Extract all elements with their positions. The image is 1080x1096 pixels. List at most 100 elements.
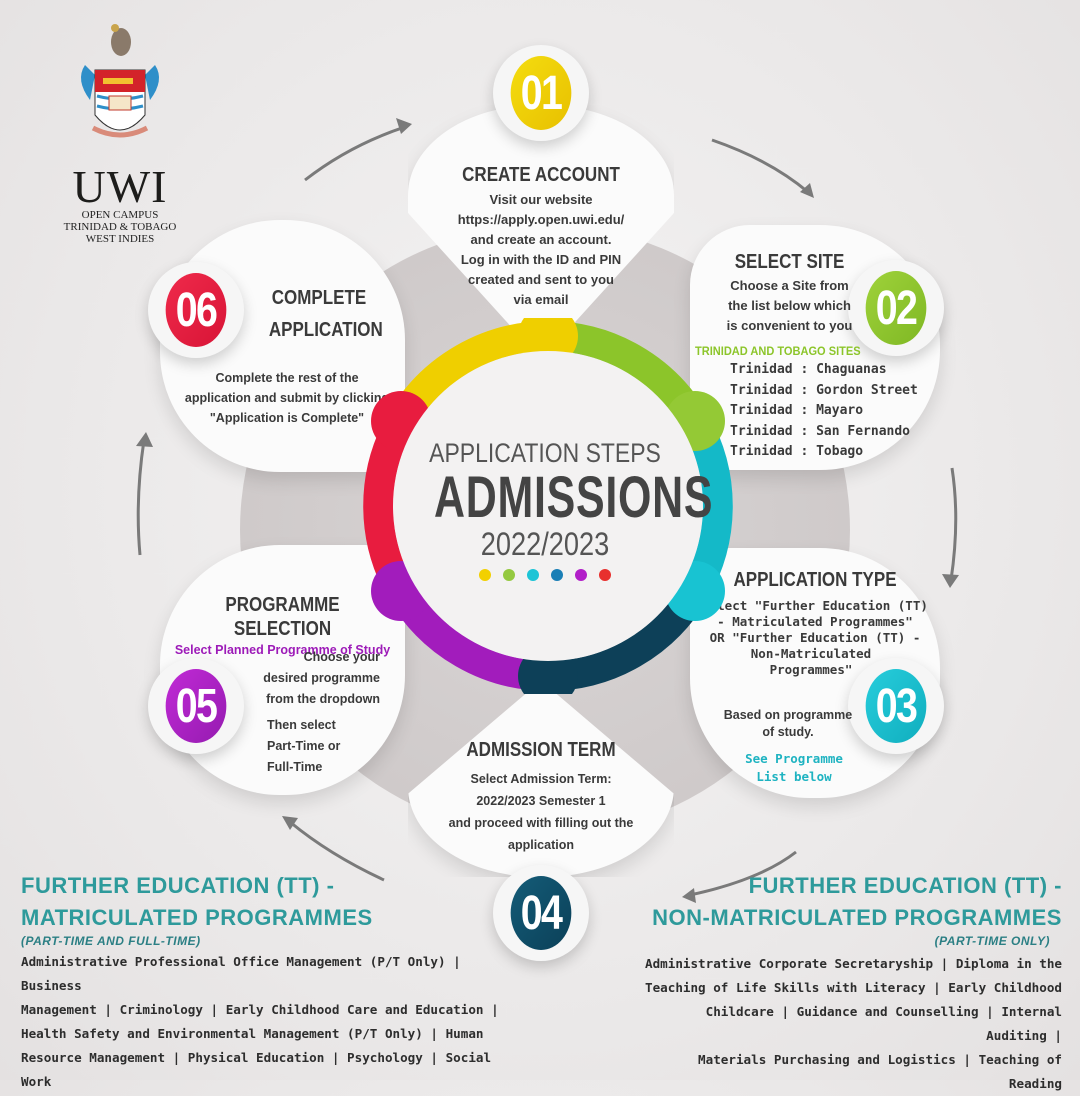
programme-line: Teaching of Life Skills with Literacy | … [644,980,1062,995]
step-text: Choose your [303,650,380,664]
step-text: Select "Further Education (TT) [702,598,928,613]
step-05-content: PROGRAMME SELECTION Select Planned Progr… [170,593,395,659]
step-title: ADMISSION TERM [466,739,616,761]
dot-icon [479,569,491,581]
link-text: List below [756,769,832,784]
site-item: Trinidad : Tobago [730,444,864,459]
step-01-content: CREATE ACCOUNT Visit our website https:/… [430,163,652,310]
step-text: Non-Matriculated [750,646,872,661]
arrow-icon [136,439,146,556]
step-text: the list below which [728,298,851,313]
step-text: Select Admission Term: [470,772,612,786]
step-title: APPLICATION TYPE [733,569,897,591]
arrow-icon [949,467,958,581]
center-subtitle: APPLICATION STEPS [429,438,661,468]
step-text: 2022/2023 Semester 1 [476,794,606,808]
step-04-content: ADMISSION TERM Select Admission Term: 20… [420,738,662,856]
site-item: Trinidad : San Fernando [730,423,911,439]
programme-line: Administrative Corporate Secretaryship |… [644,956,1062,971]
step-number: 04 [510,876,572,950]
step-title: CREATE ACCOUNT [462,164,620,186]
arrow-icon [289,820,385,882]
logo-line: WEST INDIES [85,233,155,245]
arrow-icon [304,125,406,182]
step-text: Full-Time [267,760,323,774]
step-06-content: COMPLETE APPLICATION [260,282,383,346]
step-03-content: APPLICATION TYPE Select "Further Educati… [700,568,930,678]
dot-icon [599,569,611,581]
logo-line: OPEN CAMPUS [81,209,159,221]
programme-line: Childcare | Guidance and Counselling | I… [705,1004,1062,1043]
step-text: Complete the rest of the [215,371,359,385]
step-05-badge: 05 [148,658,244,754]
color-dots [395,569,695,581]
step-03-note: Based on programme of study. [718,707,858,741]
step-number: 03 [865,669,927,743]
steps-ring [363,318,733,694]
step-text: and proceed with filling out the [448,816,634,830]
step-text: application [508,838,574,852]
step-number: 02 [865,271,927,345]
programmes-heading: MATRICULATED PROGRAMMES [21,905,373,930]
dot-icon [503,569,515,581]
programme-line: Administrative Professional Office Manag… [21,954,461,993]
step-01-badge: 01 [493,45,589,141]
programme-line: Health Safety and Environmental Manageme… [21,1026,484,1041]
center-title: ADMISSIONS [434,465,714,530]
step-text: "Application is Complete" [209,411,365,425]
programmes-mode: (PART-TIME ONLY) [934,934,1050,948]
programmes-heading: FURTHER EDUCATION (TT) - [748,873,1062,898]
step-text: of study. [762,725,814,739]
step-text: application and submit by clicking [184,391,390,405]
uwi-logo: UWI OPEN CAMPUS TRINIDAD & TOBAGO WEST I… [55,20,185,245]
center-title-block: APPLICATION STEPS ADMISSIONS 2022/2023 [395,438,714,581]
step-number: 06 [165,273,227,347]
step-06-badge: 06 [148,262,244,358]
site-item: Trinidad : Chaguanas [730,362,887,377]
step-title: PROGRAMME SELECTION [225,594,340,640]
matriculated-programmes: FURTHER EDUCATION (TT) - MATRICULATED PR… [21,870,521,1094]
step-05-text-2: Then select Part-Time or Full-Time [267,715,377,778]
step-number: 01 [510,56,572,130]
step-02-badge: 02 [848,260,944,356]
step-text: Part-Time or [267,739,341,753]
step-text: Visit our website [489,192,593,207]
step-text: Based on programme [723,708,853,722]
programme-line: Materials Purchasing and Logistics | Tea… [698,1052,1062,1091]
sites-heading: TRINIDAD AND TOBAGO SITES [695,344,861,358]
step-text: - Matriculated Programmes" [717,614,913,629]
logo-line: TRINIDAD & TOBAGO [63,221,177,233]
step-title: APPLICATION [268,319,383,341]
step-number: 05 [165,669,227,743]
see-programme-list-link[interactable]: See Programme List below [728,750,860,786]
programmes-heading: NON-MATRICULATED PROGRAMMES [652,905,1062,930]
website-link[interactable]: https://apply.open.uwi.edu/ [457,212,625,227]
programme-line: Management | Criminology | Early Childho… [21,1002,499,1017]
step-text: Choose a Site from [730,278,849,293]
step-03-badge: 03 [848,658,944,754]
step-text: is convenient to you [726,318,853,333]
step-text: Log in with the ID and PIN [460,252,622,267]
site-item: Trinidad : Gordon Street [730,382,918,398]
programmes-mode: (PART-TIME AND FULL-TIME) [21,934,201,948]
dot-icon [551,569,563,581]
step-subtitle: Select Planned Programme of Study [174,643,391,657]
step-title: SELECT SITE [734,251,845,273]
step-text: Programmes" [769,662,853,677]
uwi-wordmark: UWI [72,161,168,212]
step-02-content: SELECT SITE Choose a Site from the list … [722,250,857,336]
step-text: and create an account. [470,232,612,247]
arrow-icon [689,850,797,897]
dot-icon [575,569,587,581]
step-text: via email [513,292,569,307]
step-text: Then select [267,718,336,732]
programme-line: Resource Management | Physical Education… [21,1050,492,1089]
step-title: COMPLETE [271,287,367,309]
site-item: Trinidad : Mayaro [730,403,864,418]
programmes-heading: FURTHER EDUCATION (TT) - [21,873,335,898]
center-year: 2022/2023 [480,526,610,562]
link-text: See Programme [745,751,843,766]
step-text: OR "Further Education (TT) - [709,630,921,645]
step-05-text: Choose your desired programme from the d… [252,647,380,710]
